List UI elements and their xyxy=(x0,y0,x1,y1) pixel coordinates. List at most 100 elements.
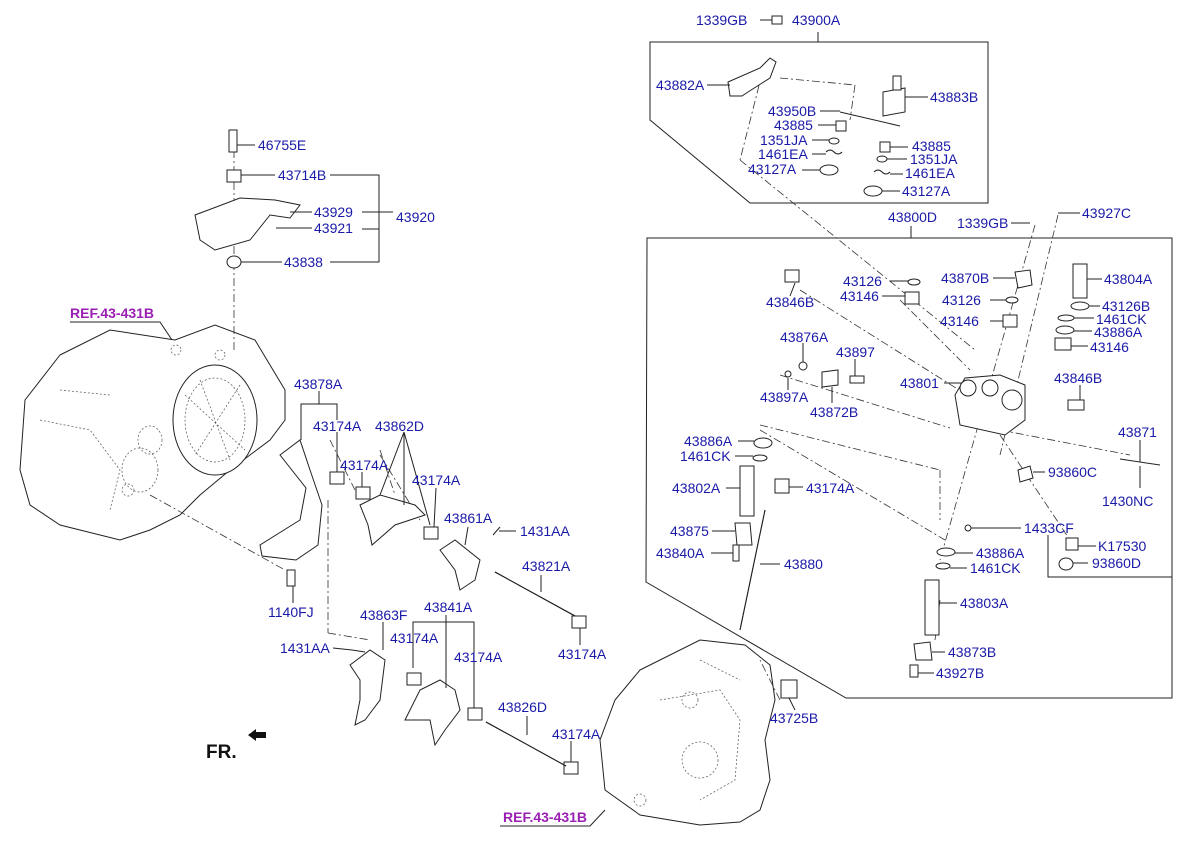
callout-43846b[interactable]: 43846B xyxy=(766,294,814,310)
callout-43126[interactable]: 43126 xyxy=(942,292,981,308)
callout-43885[interactable]: 43885 xyxy=(774,117,813,133)
callout-43897a[interactable]: 43897A xyxy=(760,389,809,405)
lever-43882a xyxy=(727,57,777,97)
callout-43801[interactable]: 43801 xyxy=(900,375,939,391)
callout-1430nc[interactable]: 1430NC xyxy=(1102,493,1153,509)
callout-43174a[interactable]: 43174A xyxy=(340,457,389,473)
callout-43950b[interactable]: 43950B xyxy=(768,103,816,119)
callout-43804a[interactable]: 43804A xyxy=(1104,271,1153,287)
frame-k17530 xyxy=(1047,535,1172,578)
callout-43886a[interactable]: 43886A xyxy=(1094,324,1143,340)
callout-43861a[interactable]: 43861A xyxy=(444,510,493,526)
group-frames xyxy=(645,32,1173,699)
callout-1140fj[interactable]: 1140FJ xyxy=(268,604,314,620)
callout-1339gb[interactable]: 1339GB xyxy=(957,215,1008,231)
callout-43921[interactable]: 43921 xyxy=(314,220,353,236)
leader-lines xyxy=(70,19,1141,827)
callout-1461ck[interactable]: 1461CK xyxy=(1096,311,1147,327)
callout-43126[interactable]: 43126 xyxy=(843,273,882,289)
callout-46755e[interactable]: 46755E xyxy=(258,137,306,153)
callout-43841a[interactable]: 43841A xyxy=(424,599,473,615)
callout-43871[interactable]: 43871 xyxy=(1118,424,1157,440)
callout-43174a[interactable]: 43174A xyxy=(454,649,503,665)
callout-43126b[interactable]: 43126B xyxy=(1102,298,1150,314)
callout-43714b[interactable]: 43714B xyxy=(278,167,326,183)
callout-43821a[interactable]: 43821A xyxy=(522,558,571,574)
frame-43800d xyxy=(645,237,1173,699)
callout-1339gb[interactable]: 1339GB xyxy=(696,12,747,28)
callout-43862d[interactable]: 43862D xyxy=(375,418,424,434)
callout-1461ea[interactable]: 1461EA xyxy=(758,146,808,162)
callout-43846b[interactable]: 43846B xyxy=(1054,370,1102,386)
fork-43862d xyxy=(359,494,426,546)
fork-43863f xyxy=(349,649,386,726)
callout-43920[interactable]: 43920 xyxy=(396,209,435,225)
callout-43878a[interactable]: 43878A xyxy=(294,376,343,392)
callout-1461ck[interactable]: 1461CK xyxy=(680,448,731,464)
callout-1461ea[interactable]: 1461EA xyxy=(905,165,955,181)
part-number-callouts: 1339GB 43900A 43882A 43883B 43950B 43885… xyxy=(258,12,1157,742)
callout-43174a[interactable]: 43174A xyxy=(390,630,439,646)
callout-43800d[interactable]: 43800D xyxy=(888,209,937,225)
callout-1461ck[interactable]: 1461CK xyxy=(970,560,1021,576)
transmission-case-left xyxy=(19,324,286,541)
callout-43929[interactable]: 43929 xyxy=(314,204,353,220)
callout-43886a[interactable]: 43886A xyxy=(976,545,1025,561)
callout-43838[interactable]: 43838 xyxy=(284,254,323,270)
callout-43927b[interactable]: 43927B xyxy=(936,665,984,681)
fork-43861a xyxy=(439,539,481,591)
nut-1339gb-top xyxy=(771,15,783,25)
callout-43863f[interactable]: 43863F xyxy=(360,607,407,623)
callout-43897[interactable]: 43897 xyxy=(836,344,875,360)
callout-43927c[interactable]: 43927C xyxy=(1082,205,1131,221)
callout-43875[interactable]: 43875 xyxy=(670,523,709,539)
callout-1433cf[interactable]: 1433CF xyxy=(1024,520,1074,536)
callout-43174a[interactable]: 43174A xyxy=(313,418,362,434)
frame-43900a xyxy=(649,41,989,204)
callout-1431aa[interactable]: 1431AA xyxy=(280,640,330,656)
callout-43802a[interactable]: 43802A xyxy=(672,480,721,496)
callout-43900a[interactable]: 43900A xyxy=(792,12,841,28)
callout-43886a[interactable]: 43886A xyxy=(684,433,733,449)
fork-43841a xyxy=(404,679,461,747)
reference-labels: REF.43-431B REF.43-431B FR. xyxy=(70,305,587,825)
callout-1351ja[interactable]: 1351JA xyxy=(910,151,958,167)
callout-43725b[interactable]: 43725B xyxy=(770,710,818,726)
ref-label-left[interactable]: REF.43-431B xyxy=(70,305,154,321)
dashed-leader-lines xyxy=(149,69,1131,701)
callout-43146[interactable]: 43146 xyxy=(940,313,979,329)
callout-43872b[interactable]: 43872B xyxy=(810,404,858,420)
callout-43873b[interactable]: 43873B xyxy=(948,644,996,660)
callout-43882a[interactable]: 43882A xyxy=(656,77,705,93)
callout-43883b[interactable]: 43883B xyxy=(930,89,978,105)
callout-1351ja[interactable]: 1351JA xyxy=(760,132,808,148)
callout-43876a[interactable]: 43876A xyxy=(780,329,829,345)
callout-43840a[interactable]: 43840A xyxy=(656,545,705,561)
callout-43174a[interactable]: 43174A xyxy=(412,472,461,488)
callout-43885[interactable]: 43885 xyxy=(912,138,951,154)
callout-43870b[interactable]: 43870B xyxy=(941,270,989,286)
callout-k17530[interactable]: K17530 xyxy=(1098,538,1146,554)
callout-1431aa[interactable]: 1431AA xyxy=(520,523,570,539)
callout-43127a[interactable]: 43127A xyxy=(748,161,797,177)
parts xyxy=(194,15,1161,775)
callout-43174a[interactable]: 43174A xyxy=(806,480,855,496)
ref-label-right[interactable]: REF.43-431B xyxy=(503,809,587,825)
callout-43174a[interactable]: 43174A xyxy=(552,726,601,742)
callout-93860d[interactable]: 93860D xyxy=(1092,555,1141,571)
callout-43127a[interactable]: 43127A xyxy=(902,183,951,199)
fork-43878a xyxy=(259,439,323,561)
callout-43146[interactable]: 43146 xyxy=(1090,339,1129,355)
fr-arrow-icon xyxy=(248,729,266,741)
callout-43880[interactable]: 43880 xyxy=(784,556,823,572)
callout-93860c[interactable]: 93860C xyxy=(1048,464,1097,480)
transmission-case-right xyxy=(599,639,776,826)
front-direction-label: FR. xyxy=(206,742,237,763)
callout-43826d[interactable]: 43826D xyxy=(498,699,547,715)
callout-43803a[interactable]: 43803A xyxy=(960,595,1009,611)
callout-43174a[interactable]: 43174A xyxy=(558,646,607,662)
callout-43146[interactable]: 43146 xyxy=(840,288,879,304)
bolt-46755e xyxy=(228,129,238,153)
